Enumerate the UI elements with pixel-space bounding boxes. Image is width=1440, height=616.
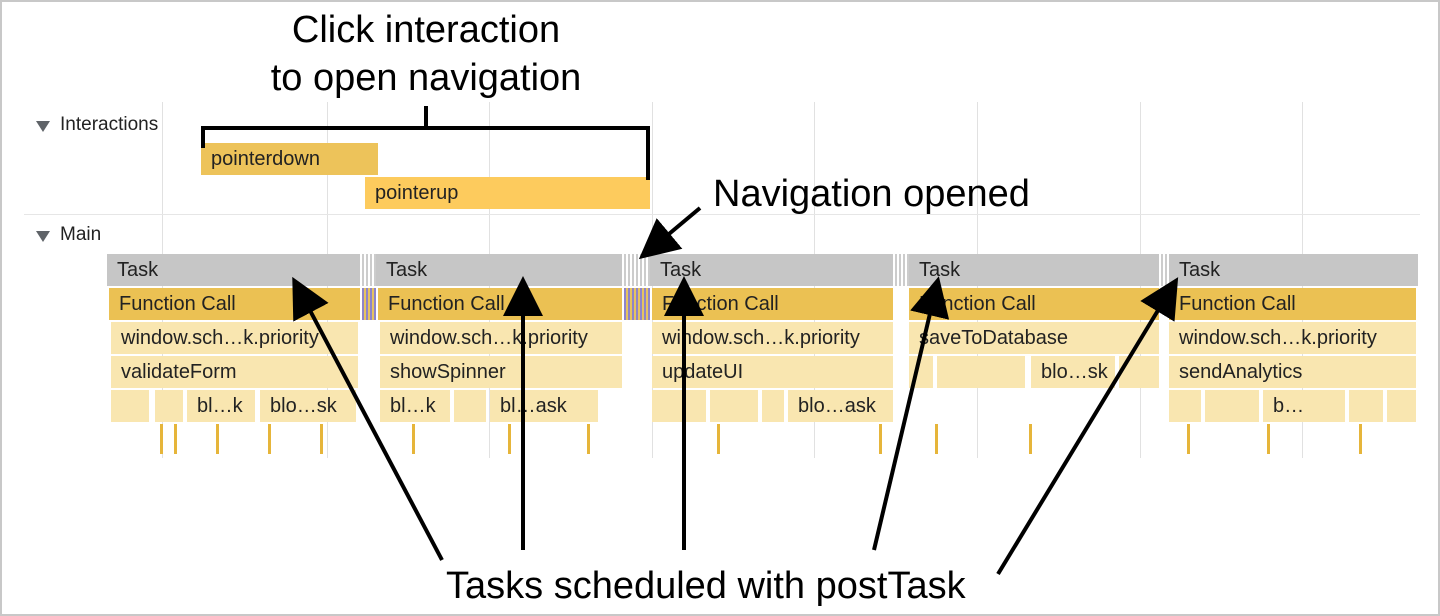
small-call-bar[interactable] [155,390,185,422]
tiny-call-mark [268,424,271,454]
small-call-bar[interactable] [1349,390,1385,422]
task-slivers [1161,254,1169,286]
tiny-call-mark [1187,424,1190,454]
tiny-call-mark [508,424,511,454]
small-call-bar[interactable]: blo…sk [260,390,358,422]
task-bar[interactable]: Task [376,254,624,286]
task-bar[interactable]: Task [909,254,1161,286]
navigation-opened-annotation: Navigation opened [713,173,1030,215]
tiny-call-mark [1267,424,1270,454]
task-bar[interactable]: Task [107,254,362,286]
task-arrow-5 [996,277,1179,576]
small-call-bar[interactable] [454,390,488,422]
small-call-bar[interactable] [1205,390,1261,422]
navigation-arrow [638,206,702,260]
call-slivers [624,288,650,320]
interaction-bracket [201,106,650,180]
send-analytics-bar[interactable]: sendAnalytics [1169,356,1418,388]
tiny-call-mark [1359,424,1362,454]
tiny-call-mark [160,424,163,454]
small-call-bar[interactable] [111,390,151,422]
task-arrow-1 [292,276,444,561]
task-arrow-4 [872,276,950,551]
small-call-bar[interactable]: blo…ask [788,390,895,422]
validate-form-bar[interactable]: validateForm [111,356,360,388]
small-call-bar[interactable] [710,390,760,422]
scheduler-call-bar[interactable]: window.sch…k.priority [1169,322,1418,354]
track-divider [24,214,1420,215]
main-track-label[interactable]: Main [60,224,102,245]
show-spinner-bar[interactable]: showSpinner [380,356,624,388]
collapse-triangle-icon[interactable] [36,121,50,132]
call-slivers [362,288,376,320]
small-call-bar[interactable] [762,390,786,422]
tiny-call-mark [412,424,415,454]
pointerup-bar[interactable]: pointerup [365,177,650,209]
function-call-bar[interactable]: Function Call [909,288,1161,320]
small-call-bar[interactable]: bl…k [187,390,257,422]
small-call-bar[interactable]: blo…sk [1031,356,1117,388]
small-call-bar[interactable] [937,356,1027,388]
tiny-call-mark [587,424,590,454]
save-to-database-bar[interactable]: saveToDatabase [909,322,1161,354]
scheduler-call-bar[interactable]: window.sch…k.priority [380,322,624,354]
tiny-call-mark [174,424,177,454]
click-annotation-line2: to open navigation [270,57,582,99]
click-annotation-line1: Click interaction [291,9,561,51]
tiny-call-mark [320,424,323,454]
tiny-call-mark [879,424,882,454]
task-slivers [362,254,376,286]
tasks-scheduled-annotation: Tasks scheduled with postTask [446,565,966,607]
tiny-call-mark [935,424,938,454]
task-slivers [624,254,650,286]
task-slivers [895,254,909,286]
small-call-bar[interactable]: bl…k [380,390,452,422]
small-call-bar[interactable] [1387,390,1418,422]
small-call-bar[interactable] [1169,390,1203,422]
tiny-call-mark [216,424,219,454]
small-call-bar[interactable]: b… [1263,390,1347,422]
function-call-bar[interactable]: Function Call [1169,288,1418,320]
small-call-bar[interactable]: bl…ask [490,390,600,422]
pointerdown-bar[interactable]: pointerdown [201,143,378,175]
task-bar[interactable]: Task [1169,254,1420,286]
collapse-triangle-icon[interactable] [36,231,50,242]
tiny-call-mark [717,424,720,454]
small-call-bar[interactable] [652,390,708,422]
scheduler-call-bar[interactable]: window.sch…k.priority [652,322,895,354]
function-call-bar[interactable]: Function Call [378,288,624,320]
tiny-call-mark [1029,424,1032,454]
interactions-track-label[interactable]: Interactions [60,114,159,135]
